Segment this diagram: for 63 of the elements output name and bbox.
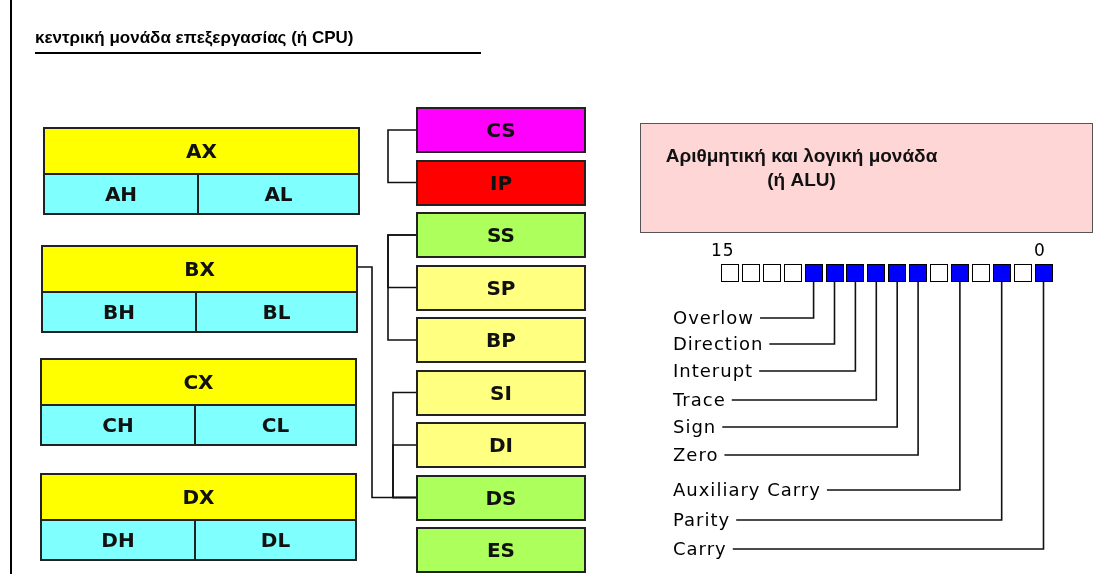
- flag-label: Interupt: [673, 360, 754, 382]
- bit-number: 0: [1034, 240, 1046, 260]
- bracket-line: [392, 444, 417, 499]
- register-box: DL: [194, 519, 357, 561]
- flag-label: Direction: [673, 333, 764, 355]
- register-box: DH: [40, 519, 196, 561]
- register-box: AX: [43, 127, 360, 175]
- flag-bit-cell: [762, 264, 781, 282]
- leader-line: [759, 281, 815, 319]
- leader-line: [826, 281, 961, 491]
- leader-line: [758, 281, 857, 372]
- register-box: BL: [195, 291, 358, 333]
- flag-bit-cell: [992, 264, 1011, 282]
- flag-label: Parity: [673, 509, 731, 531]
- leader-line: [730, 281, 878, 401]
- flag-label: Overlow: [673, 307, 755, 329]
- leader-line: [723, 281, 919, 456]
- register-box: SI: [416, 369, 586, 416]
- register-box: BX: [41, 245, 358, 293]
- flag-bit-cell: [825, 264, 844, 282]
- flag-label: Zero: [673, 444, 719, 466]
- flag-bit-cell: [1034, 264, 1053, 282]
- flag-bit-cell: [867, 264, 886, 282]
- flag-bit-cell: [741, 264, 760, 282]
- flag-bit-cell: [783, 264, 802, 282]
- bracket-line: [387, 129, 417, 184]
- bit-number: 15: [711, 240, 735, 260]
- register-box: SP: [416, 264, 586, 311]
- flag-bit-cell: [804, 264, 823, 282]
- register-box: CH: [40, 404, 196, 446]
- diagram-title: κεντρική μονάδα επεξεργασίας (ή CPU): [35, 28, 481, 54]
- flag-bit-cell: [1013, 264, 1032, 282]
- register-box: SS: [416, 212, 586, 258]
- flag-bit-cell: [721, 264, 739, 282]
- register-box: DI: [416, 422, 586, 468]
- register-box: AH: [43, 173, 199, 215]
- bracket-line: [387, 234, 417, 341]
- leader-line: [721, 281, 898, 428]
- flag-bit-cell: [930, 264, 948, 282]
- register-box: BP: [416, 317, 586, 363]
- register-box: IP: [416, 159, 586, 206]
- register-box: ES: [416, 527, 586, 573]
- alu-box: Αριθμητική και λογική μονάδα (ή ALU): [640, 123, 1093, 233]
- connector-line: [357, 266, 417, 499]
- leader-line: [768, 281, 836, 345]
- flag-bit-cell: [846, 264, 865, 282]
- flag-bit-cell: [888, 264, 907, 282]
- register-box: BH: [41, 291, 197, 333]
- flag-label: Auxiliary Carry: [673, 479, 821, 501]
- flag-bit-cell: [909, 264, 928, 282]
- register-box: AL: [197, 173, 360, 215]
- register-box: CX: [40, 358, 357, 406]
- register-box: DS: [416, 474, 586, 521]
- leader-line: [735, 281, 1003, 521]
- flag-label: Trace: [673, 389, 726, 411]
- leader-line: [731, 281, 1045, 550]
- flag-bit-cell: [971, 264, 990, 282]
- flag-bit-cell: [950, 264, 969, 282]
- flag-label: Sign: [673, 416, 717, 438]
- register-box: CL: [194, 404, 357, 446]
- flag-label: Carry: [673, 538, 727, 560]
- register-box: DX: [40, 473, 357, 521]
- register-box: CS: [416, 107, 586, 153]
